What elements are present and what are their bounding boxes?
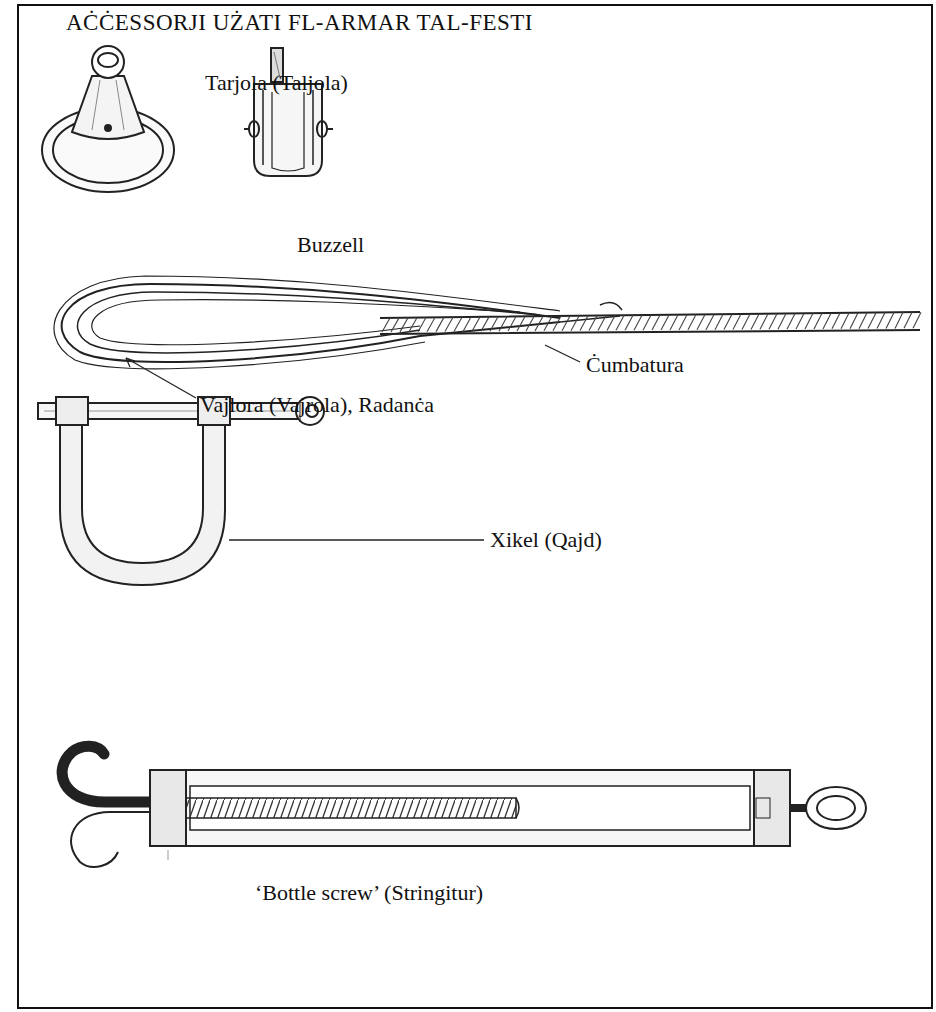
callout-label: Xikel (Qajd) — [490, 527, 602, 552]
shackle — [38, 397, 324, 585]
rope-eye-splice — [54, 276, 921, 369]
part-label: Buzzell — [297, 232, 364, 257]
part-label: Tarjola (Taljola) — [205, 70, 348, 95]
bottle-screw — [62, 746, 866, 867]
callout-label: Vajlora (Vajrola), Radanċa — [200, 392, 434, 417]
diagram-title: AĊĊESSORJI UŻATI FL-ARMAR TAL-FESTI — [66, 10, 533, 36]
pulley-side — [244, 48, 333, 176]
part-label: ‘Bottle screw’ (Stringitur) — [255, 880, 483, 905]
callout-label: Ċumbatura — [586, 352, 684, 377]
frame — [18, 5, 932, 1008]
pulley-front — [42, 46, 174, 192]
